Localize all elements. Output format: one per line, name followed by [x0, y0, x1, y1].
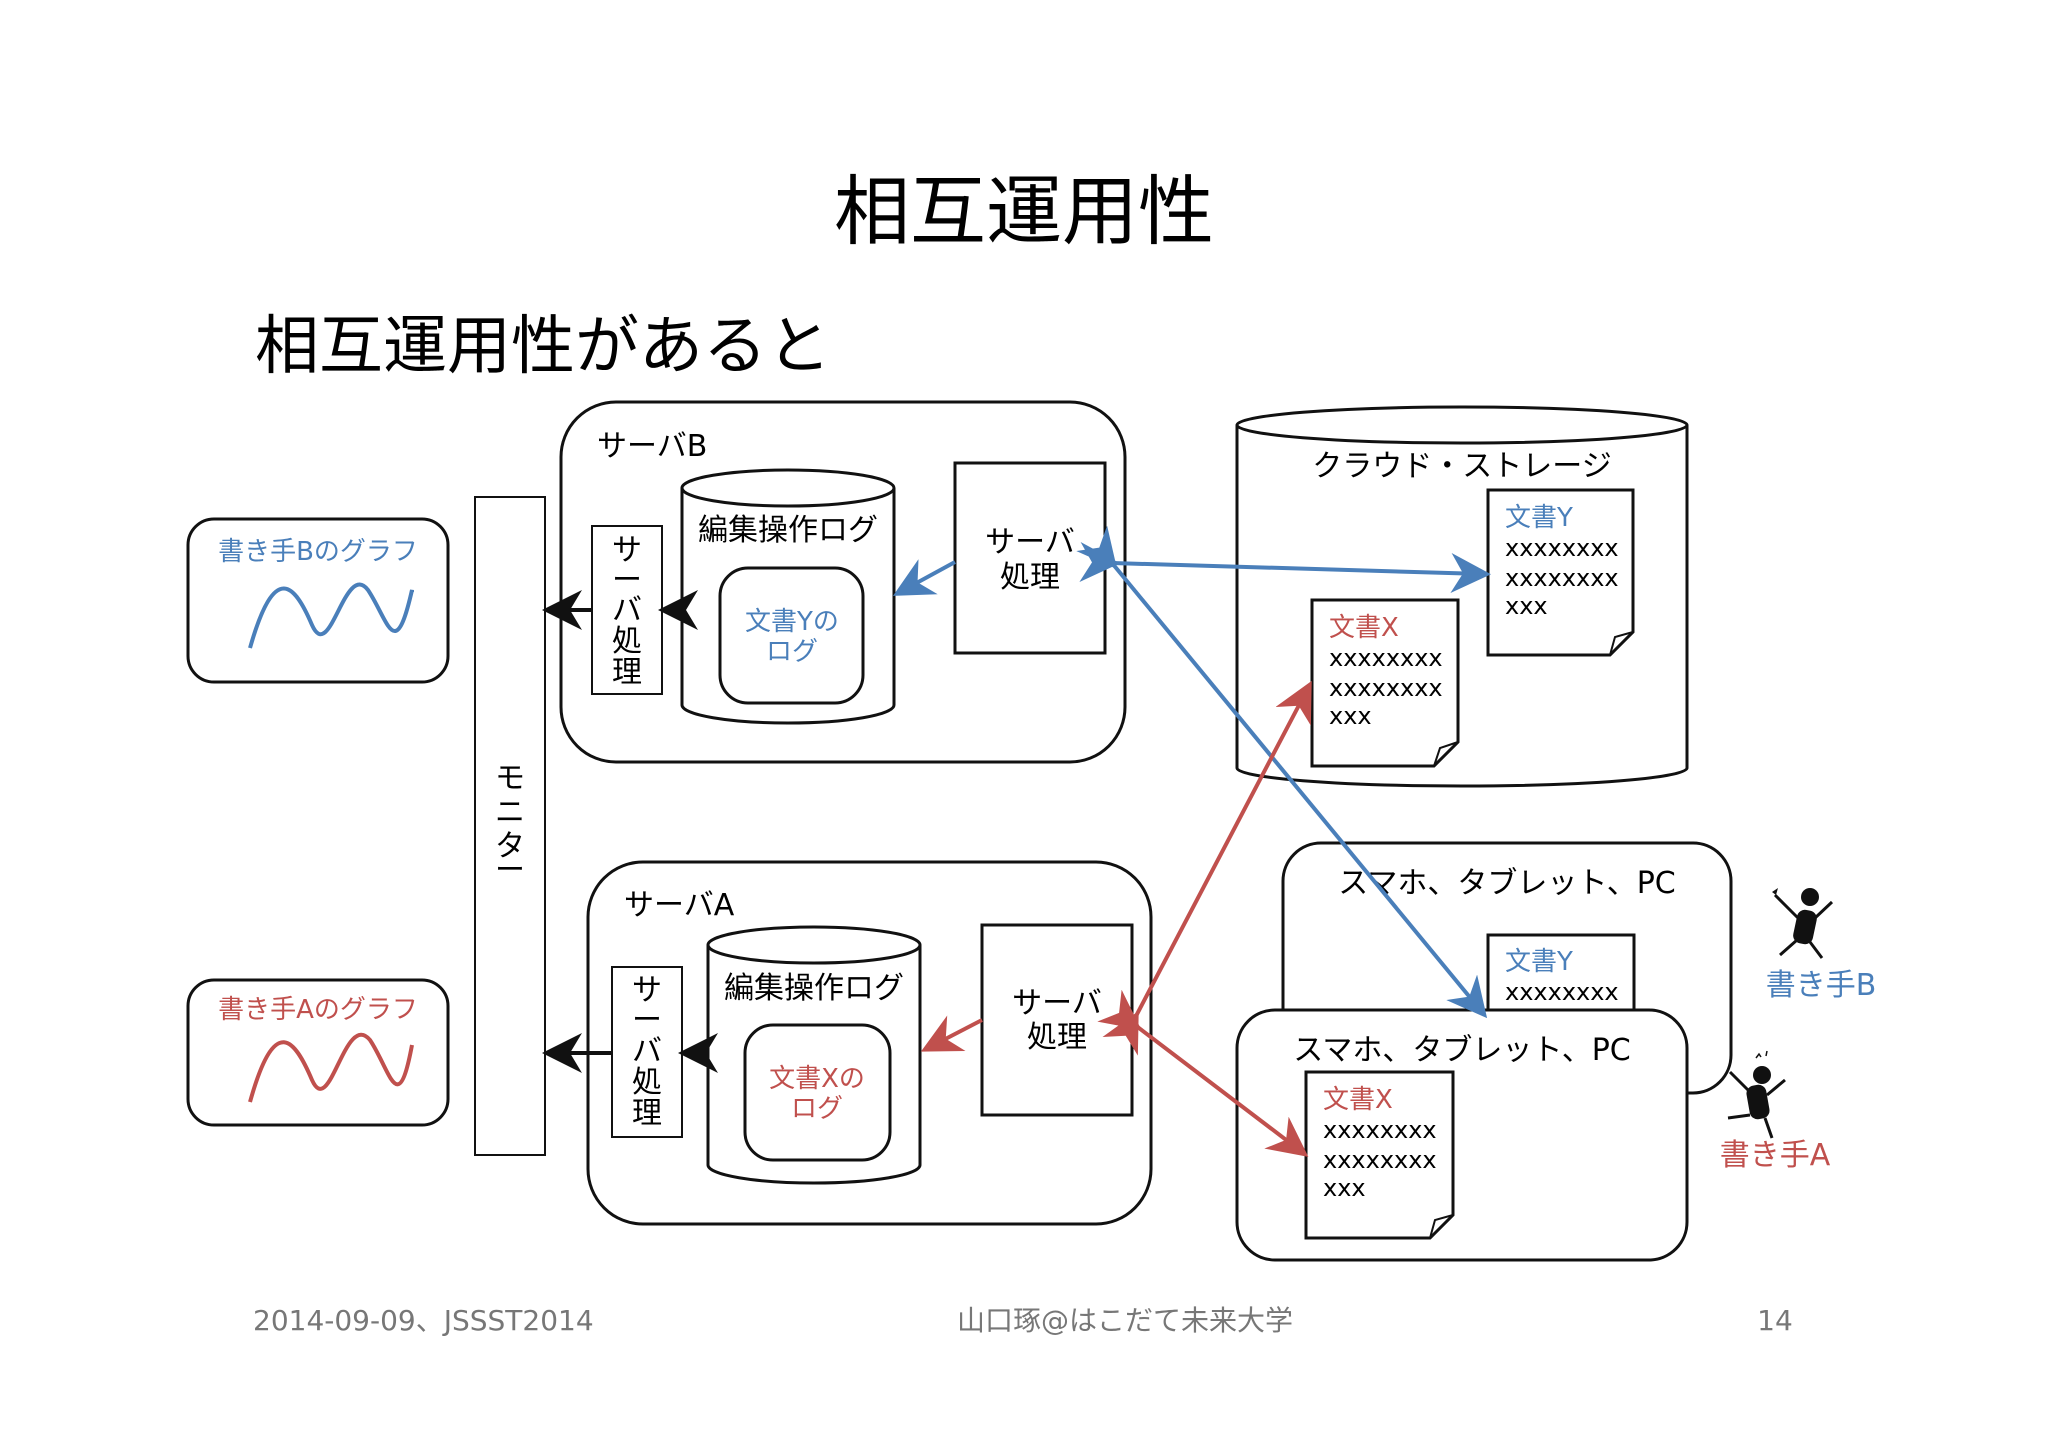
footer-date: 2014-09-09、JSSST2014: [253, 1304, 594, 1337]
server-b-process-line: 処理: [1000, 560, 1060, 595]
footer-author: 山口琢@はこだて未来大学: [957, 1304, 1293, 1337]
writer-b-figure-icon: [1772, 888, 1834, 959]
writer-a-curve: [248, 1032, 414, 1103]
device-a-label: スマホ、タブレット、PC: [1293, 1033, 1631, 1068]
server-b-side-process-char: サ: [612, 533, 642, 568]
monitor-char: ー: [495, 853, 525, 888]
server-a-process-line: サーバ: [1012, 986, 1102, 1021]
arrow-servera-device-a: [1097, 989, 1309, 1157]
device-b-label: スマホ、タブレット、PC: [1338, 866, 1676, 901]
writer-b-curve: [248, 582, 414, 649]
cloud-doc-y: 文書Y xxxxxxxx xxxxxxxx xxx: [1486, 488, 1635, 657]
server-b-log-database: 編集操作ログ 文書Yの ログ: [680, 468, 896, 725]
cloud-doc-y-line: xxxxxxxx: [1505, 534, 1619, 562]
server-a-side-process-char: 処: [632, 1065, 662, 1100]
server-b-log-inner-line: 文書Yの: [745, 607, 839, 637]
server-b-process-line: サーバ: [985, 525, 1075, 560]
server-a-log-inner-line: 文書Xの: [769, 1064, 865, 1094]
cloud-doc-x-title: 文書X: [1329, 613, 1399, 643]
cloud-doc-y-title: 文書Y: [1505, 503, 1573, 533]
arrow-servera-process-to-log: [920, 1015, 983, 1052]
server-b-side-process-char: バ: [612, 593, 642, 628]
server-a-process-line: 処理: [1027, 1020, 1087, 1055]
arrow-servera-cloud-doc-x: [1102, 680, 1312, 1056]
server-b-side-process-char: 理: [612, 655, 642, 690]
writer-b-label: 書き手B: [1766, 968, 1877, 1003]
footer-page-number: 14: [1757, 1304, 1793, 1337]
device-b-doc-y-line: xxxxxxxx: [1505, 978, 1619, 1006]
server-a-log-db-label: 編集操作ログ: [724, 971, 904, 1006]
writer-a-figure-icon: [1727, 1050, 1786, 1139]
server-a-label: サーバA: [624, 888, 735, 923]
writer-b-graph: 書き手Bのグラフ: [186, 517, 450, 684]
writer-b-graph-label: 書き手Bのグラフ: [218, 537, 418, 567]
device-a-doc-x-line: xxxxxxxx: [1323, 1116, 1437, 1144]
cloud-doc-y-line: xxx: [1505, 592, 1548, 620]
server-a-side-process-char: ー: [632, 1003, 662, 1038]
arrow-serverb-process-to-log: [892, 559, 956, 596]
monitor: モ ニ タ ー: [474, 496, 546, 1156]
device-b-doc-y-title: 文書Y: [1505, 947, 1573, 977]
device-a-doc-x-line: xxxxxxxx: [1323, 1146, 1437, 1174]
slide-title: 相互運用性: [834, 167, 1214, 256]
device-a-doc-x-title: 文書X: [1323, 1085, 1393, 1115]
server-a-side-process-char: バ: [632, 1034, 662, 1069]
server-a-log-database: 編集操作ログ 文書Xの ログ: [706, 925, 922, 1185]
monitor-char: タ: [495, 829, 525, 864]
cloud-storage-label: クラウド・ストレージ: [1312, 449, 1611, 484]
server-b-log-db-label: 編集操作ログ: [698, 513, 878, 548]
black-arrows: [542, 590, 718, 1073]
server-b-label: サーバB: [597, 429, 707, 464]
writer-a-label: 書き手A: [1720, 1138, 1831, 1173]
server-b-side-process-char: 処: [612, 624, 642, 659]
cloud-storage: クラウド・ストレージ 文書Y xxxxxxxx xxxxxxxx xxx 文書X…: [1235, 405, 1689, 788]
cloud-doc-x-line: xxxxxxxx: [1329, 674, 1443, 702]
server-b-log-inner-line: ログ: [766, 637, 818, 667]
server-a-side-process-char: 理: [632, 1096, 662, 1131]
server-a: サーバA サ ー バ 処 理 編集操作ログ 文書Xの ログ サーバ 処理: [586, 860, 1153, 1226]
writer-a-graph-label: 書き手Aのグラフ: [218, 995, 418, 1025]
server-b-side-process-char: ー: [612, 563, 642, 598]
server-a-log-inner-line: ログ: [791, 1094, 843, 1124]
cloud-doc-y-line: xxxxxxxx: [1505, 564, 1619, 592]
monitor-char: モ: [495, 761, 525, 796]
monitor-char: ニ: [495, 795, 525, 830]
server-b: サーバB サ ー バ 処 理 編集操作ログ 文書Yの ログ サーバ 処理: [559, 400, 1127, 764]
cloud-doc-x-line: xxx: [1329, 702, 1372, 730]
server-a-side-process-char: サ: [632, 973, 662, 1008]
red-arrows: [920, 680, 1312, 1157]
cloud-doc-x: 文書X xxxxxxxx xxxxxxxx xxx: [1310, 598, 1460, 768]
device-a: スマホ、タブレット、PC 文書X xxxxxxxx xxxxxxxx xxx: [1235, 1008, 1689, 1262]
device-a-doc-x-line: xxx: [1323, 1174, 1366, 1202]
writer-a-graph: 書き手Aのグラフ: [186, 978, 450, 1127]
slide-subtitle: 相互運用性があると: [255, 310, 831, 384]
cloud-doc-x-line: xxxxxxxx: [1329, 644, 1443, 672]
